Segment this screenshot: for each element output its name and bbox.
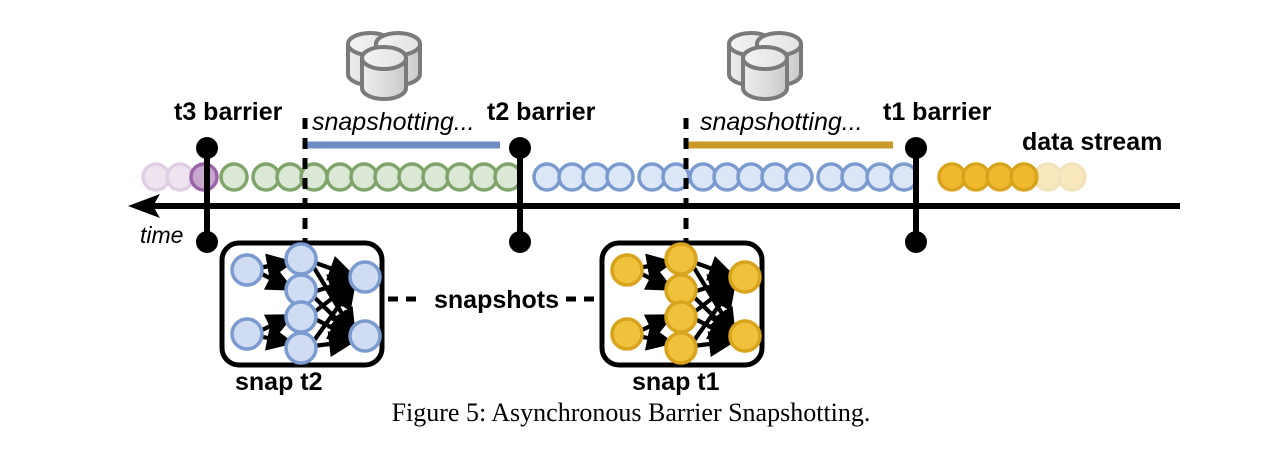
barrier-label-t2: t2 barrier [487,98,596,126]
stream-record [865,162,895,192]
barrier-marker-t2 [509,137,531,253]
snapshot-label-t2: snap t2 [235,368,323,396]
barrier-label-t1: t1 barrier [883,98,992,126]
database-icon-t2 [346,31,422,101]
figure-caption: Figure 5: Asynchronous Barrier Snapshott… [391,398,871,427]
snapshot-node [610,317,644,351]
stream-records [141,162,1087,192]
stream-record [421,162,451,192]
record-group-epoch-t2-t1 [532,162,919,192]
snapshot-node [284,242,318,276]
database-icon-t1 [727,31,803,101]
stream-record [1033,162,1063,192]
record-group-post-t1-solid [937,162,1039,192]
stream-record [325,162,355,192]
stream-record [557,162,587,192]
stream-record [1057,162,1087,192]
snapshot-node [664,331,698,365]
stream-record [840,162,870,192]
stream-record [469,162,499,192]
snapshot-node [230,253,264,287]
stream-record [760,162,790,192]
time-axis [128,194,1180,218]
stream-record [937,162,967,192]
time-arrow-icon [128,194,160,218]
snapshot-node [610,253,644,287]
snapshot-node [664,300,698,334]
snapshot-node [284,300,318,334]
stream-record [985,162,1015,192]
barrier-marker-t3 [196,137,218,253]
stream-record [349,162,379,192]
snapshot-node [284,331,318,365]
snapshots-label: snapshots [434,286,559,314]
stream-record [712,162,742,192]
stream-record [1009,162,1039,192]
stream-record [688,162,718,192]
snapshot-box-t2 [219,240,385,368]
snapshot-node [728,319,762,353]
stream-record [219,162,249,192]
snapshot-node [664,242,698,276]
snapshot-label-t1: snap t1 [632,368,720,396]
record-group-post-t1-faded [1033,162,1087,192]
stream-record [581,162,611,192]
time-axis-label: time [140,222,183,248]
barrier-label-t3: t3 barrier [174,98,283,126]
stream-record [373,162,403,192]
snapshot-box-t1 [599,240,765,368]
snapshot-node [728,260,762,294]
snapshot-nodes-t1 [610,242,762,365]
snapshot-node [230,317,264,351]
stream-record [784,162,814,192]
stream-record [397,162,427,192]
stream-record [961,162,991,192]
stream-record [605,162,635,192]
snapshot-edges-t1 [637,253,737,358]
snapshot-nodes-t2 [230,242,382,365]
barrier-marker-t1 [905,137,927,253]
stream-record [445,162,475,192]
stream-record [637,162,667,192]
record-group-pre-t3-faded [141,162,195,192]
snapshot-node [348,260,382,294]
stream-record [275,162,305,192]
snapshotting-label-t2: snapshotting... [312,108,475,136]
stream-record [165,162,195,192]
snapshotting-label-t1: snapshotting... [700,108,863,136]
stream-record [532,162,562,192]
data-stream-label: data stream [1022,128,1162,156]
stream-record [251,162,281,192]
record-group-epoch-t3-t2 [219,162,523,192]
stream-record [816,162,846,192]
stream-record [141,162,171,192]
stream-record [736,162,766,192]
snapshot-node [348,319,382,353]
